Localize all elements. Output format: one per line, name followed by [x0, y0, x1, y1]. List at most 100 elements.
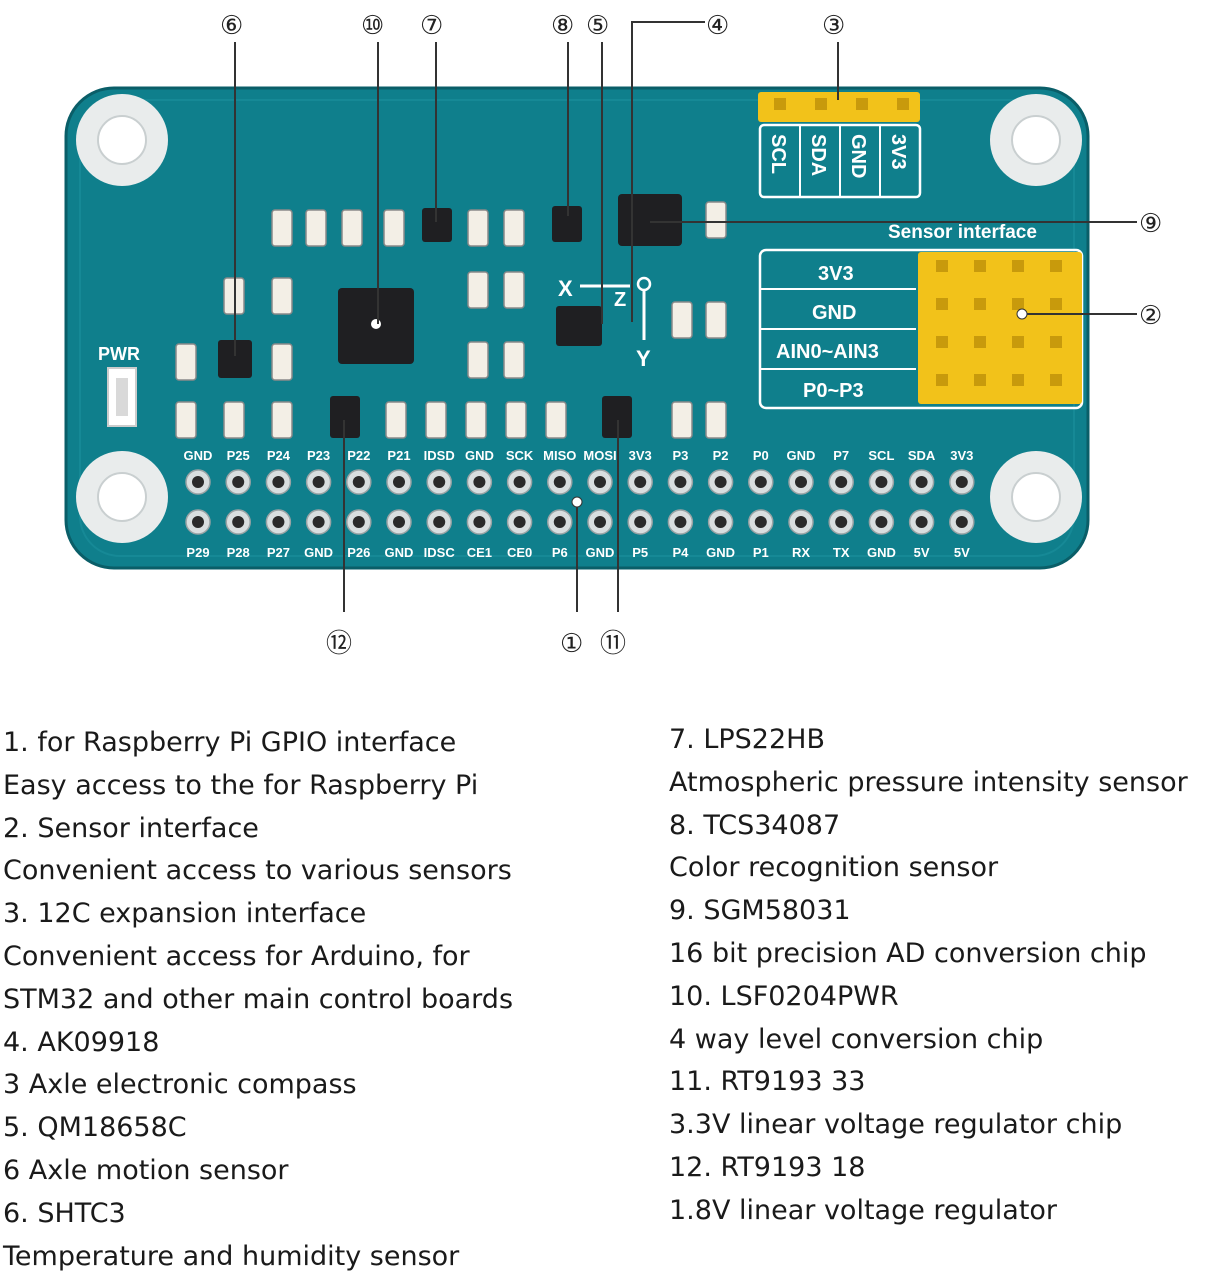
gpio-bottom-label: GND: [706, 545, 735, 560]
legend-item: 7. LPS22HB: [669, 724, 825, 755]
gpio-pin-hole: [553, 476, 566, 488]
gpio-pin-hole: [352, 476, 365, 488]
gpio-pin-hole: [473, 476, 486, 488]
sensor-row-label: AIN0~AIN3: [776, 341, 879, 363]
axis-x-label: X: [558, 276, 573, 301]
gpio-pin-hole: [594, 516, 606, 528]
gpio-pin-hole: [955, 516, 968, 528]
pwr-led: PWR: [98, 344, 140, 427]
callout-line-4: [631, 21, 705, 322]
callout-8: ⑧: [551, 11, 574, 41]
gpio-top-label: 3V3: [950, 448, 973, 463]
gpio-bottom-label: GND: [385, 545, 414, 560]
i2c-label: GND: [847, 134, 869, 178]
chip-tcs34087: [552, 206, 582, 242]
gpio-pin-hole: [835, 476, 848, 488]
gpio-top-label: SDA: [908, 448, 936, 463]
gpio-pin-hole: [312, 516, 325, 528]
smd-components: [175, 201, 727, 439]
legend-item: 3.3V linear voltage regulator chip: [669, 1109, 1123, 1141]
gpio-top-label: P2: [713, 448, 729, 463]
gpio-bottom-label: CE1: [467, 545, 492, 560]
gpio-pin-hole: [513, 516, 526, 528]
callout-lines: [234, 21, 1137, 612]
gpio-top-label: SCL: [868, 448, 894, 463]
sensor-interface-title: Sensor interface: [888, 222, 1037, 243]
chip-rt9193-18: [330, 396, 360, 438]
callout-dots: [571, 308, 1028, 508]
legend-item: Convenient access to various sensors: [3, 855, 512, 887]
legend-item: 5. QM18658C: [3, 1112, 187, 1144]
gpio-pin-hole: [393, 476, 405, 488]
gpio-top-label: P22: [347, 448, 370, 463]
mount-hole: [76, 451, 168, 543]
gpio-pin-hole: [192, 516, 204, 528]
gpio-top-label: GND: [787, 448, 816, 463]
callout-12: ⑫: [326, 629, 352, 659]
callout-7: ⑦: [420, 11, 443, 41]
legend-item: 3. 12C expansion interface: [3, 898, 367, 930]
gpio-pin-hole: [674, 516, 687, 528]
legend-item: 16 bit precision AD conversion chip: [669, 937, 1147, 969]
gpio-pin-hole: [875, 476, 888, 488]
sensor-row-label: P0~P3: [803, 380, 864, 402]
gpio-pin-hole: [594, 476, 606, 488]
gpio-pin-hole: [513, 476, 526, 488]
callout-4: ④: [706, 11, 729, 41]
gpio-bottom-label: P26: [347, 545, 370, 560]
legend-item: 1. for Raspberry Pi GPIO interface: [3, 727, 457, 758]
callout-10: ⑩: [361, 11, 384, 41]
gpio-top-label: P3: [672, 448, 688, 463]
mount-hole: [990, 451, 1082, 543]
gpio-pin-hole: [915, 476, 928, 488]
callout-9: ⑨: [1139, 209, 1162, 239]
gpio-pin-hole: [795, 516, 807, 528]
gpio-top-label: P25: [227, 448, 250, 463]
gpio-bottom-label: GND: [586, 545, 615, 560]
legend-item: 3 Axle electronic compass: [3, 1069, 357, 1101]
gpio-bottom-label: TX: [833, 545, 850, 560]
legend-left: 1. for Raspberry Pi GPIO interface Easy …: [3, 722, 513, 1278]
legend-item: 12. RT9193 18: [669, 1151, 866, 1183]
legend-item: Temperature and humidity sensor: [3, 1240, 460, 1272]
gpio-bottom-label: P1: [753, 545, 769, 560]
i2c-header: SCL SDA GND 3V3: [758, 92, 922, 199]
gpio-pin-hole: [915, 516, 928, 528]
gpio-top-label: GND: [465, 448, 494, 463]
chip-shtc3: [218, 340, 252, 378]
axis-indicator: X Z Y: [558, 276, 652, 371]
gpio-pin-hole: [473, 516, 486, 528]
gpio-pin-hole: [875, 516, 888, 528]
axis-z-label: Z: [614, 289, 626, 311]
chip-lsf0204: [338, 288, 414, 364]
legend-right: 7. LPS22HB Atmospheric pressure intensit…: [669, 719, 1188, 1233]
gpio-top-label: GND: [184, 448, 213, 463]
chip-lps22hb: [422, 208, 452, 242]
gpio-bottom-label: RX: [792, 545, 810, 560]
gpio-pin-hole: [634, 516, 647, 528]
i2c-label: SCL: [767, 134, 789, 174]
legend-item: Atmospheric pressure intensity sensor: [669, 766, 1188, 798]
gpio-pin-hole: [352, 516, 365, 528]
legend-item: 4 way level conversion chip: [669, 1023, 1044, 1055]
gpio-pin-hole: [754, 476, 767, 488]
gpio-bottom-label: GND: [867, 545, 896, 560]
gpio-pin-hole: [714, 476, 727, 488]
gpio-bottom-label: P28: [227, 545, 250, 560]
callout-3: ③: [822, 11, 845, 41]
gpio-pin-hole: [393, 516, 405, 528]
gpio-pin-hole: [433, 516, 446, 528]
gpio-pin-hole: [835, 516, 848, 528]
gpio-bottom-label: GND: [304, 545, 333, 560]
gpio-bottom-label: 5V: [954, 545, 970, 560]
gpio-pin-hole: [795, 476, 807, 488]
i2c-label: 3V3: [887, 134, 909, 170]
callout-1: ①: [560, 629, 583, 659]
gpio-top-label: IDSD: [424, 448, 455, 463]
pwr-label: PWR: [98, 344, 140, 364]
gpio-top-label: SCK: [506, 448, 534, 463]
gpio-pin-hole: [754, 516, 767, 528]
gpio-top-label: P23: [307, 448, 330, 463]
gpio-pin-hole: [714, 516, 727, 528]
gpio-bottom-label: CE0: [507, 545, 532, 560]
